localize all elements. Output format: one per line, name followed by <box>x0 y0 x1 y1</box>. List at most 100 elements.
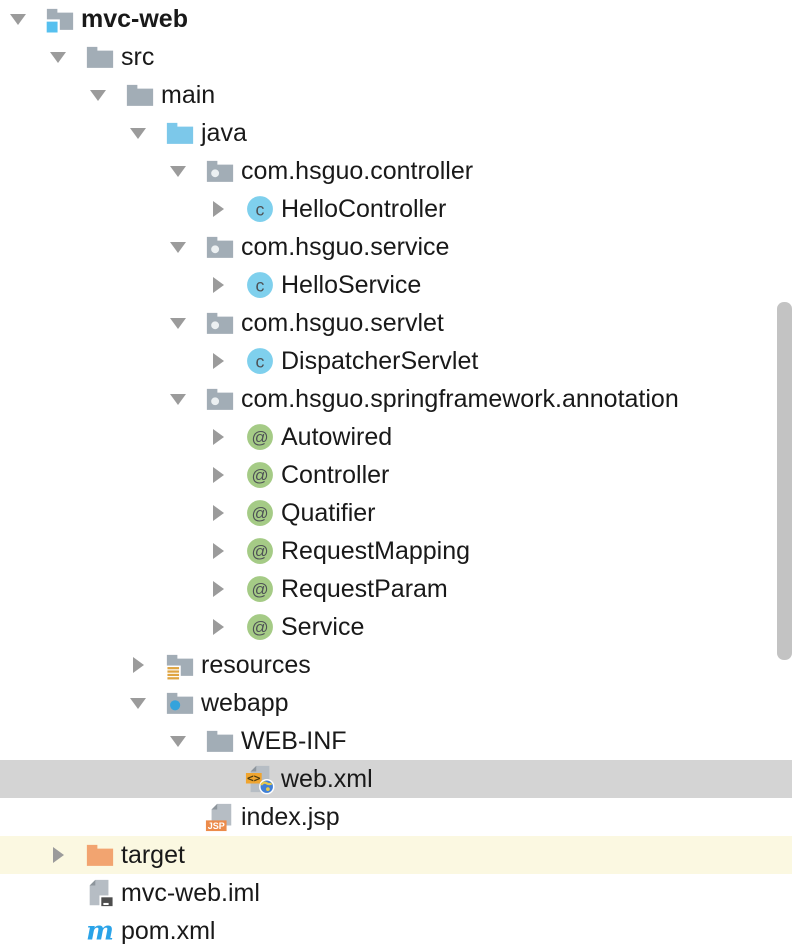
package-icon <box>205 384 235 414</box>
tree-row-requestparam[interactable]: @ RequestParam <box>0 570 792 608</box>
expand-toggle-icon[interactable] <box>210 532 226 570</box>
tree-row-web-inf[interactable]: WEB-INF <box>0 722 792 760</box>
folder-icon <box>205 726 235 756</box>
tree-row-webapp[interactable]: webapp <box>0 684 792 722</box>
tree-row-com-hsguo-springframework-annotation[interactable]: com.hsguo.springframework.annotation <box>0 380 792 418</box>
svg-text:JSP: JSP <box>208 821 225 831</box>
package-icon <box>205 156 235 186</box>
annotation-icon: @ <box>245 612 275 642</box>
tree-row-com-hsguo-servlet[interactable]: com.hsguo.servlet <box>0 304 792 342</box>
svg-text:@: @ <box>251 618 268 637</box>
tree-row-service[interactable]: @ Service <box>0 608 792 646</box>
tree-row-com-hsguo-service[interactable]: com.hsguo.service <box>0 228 792 266</box>
expand-toggle-icon[interactable] <box>50 38 66 76</box>
tree-item-label: Service <box>281 613 365 641</box>
svg-text:c: c <box>256 351 265 371</box>
expand-toggle-icon <box>170 798 186 836</box>
tree-item-label: mvc-web <box>81 5 188 33</box>
tree-row-pom-xml[interactable]: m pom.xml <box>0 912 792 950</box>
scrollbar-thumb[interactable] <box>777 302 792 660</box>
tree-row-java[interactable]: java <box>0 114 792 152</box>
tree-row-web-xml[interactable]: <> web.xml <box>0 760 792 798</box>
expand-toggle-icon[interactable] <box>210 570 226 608</box>
svg-text:@: @ <box>251 428 268 447</box>
annotation-icon: @ <box>245 574 275 604</box>
tree-item-label: java <box>201 119 247 147</box>
annotation-icon: @ <box>245 536 275 566</box>
tree-item-label: target <box>121 841 185 869</box>
expand-toggle-icon[interactable] <box>90 76 106 114</box>
tree-row-src[interactable]: src <box>0 38 792 76</box>
tree-row-dispatcherservlet[interactable]: c DispatcherServlet <box>0 342 792 380</box>
tree-item-label: com.hsguo.service <box>241 233 450 261</box>
tree-item-label: main <box>161 81 216 109</box>
project-folder-icon <box>44 4 75 35</box>
tree-item-label: web.xml <box>281 765 373 793</box>
svg-text:@: @ <box>251 466 268 485</box>
tree-row-quatifier[interactable]: @ Quatifier <box>0 494 792 532</box>
tree-item-label: index.jsp <box>241 803 340 831</box>
tree-row-resources[interactable]: resources <box>0 646 792 684</box>
expand-toggle-icon[interactable] <box>170 722 186 760</box>
tree-item-label: RequestMapping <box>281 537 471 565</box>
tree-item-label: DispatcherServlet <box>281 347 479 375</box>
tree-item-label: src <box>121 43 155 71</box>
tree-row-helloservice[interactable]: c HelloService <box>0 266 792 304</box>
tree-row-target[interactable]: target <box>0 836 792 874</box>
expand-toggle-icon[interactable] <box>210 494 226 532</box>
expand-toggle-icon[interactable] <box>210 456 226 494</box>
expand-toggle-icon[interactable] <box>130 684 146 722</box>
tree-item-label: HelloService <box>281 271 422 299</box>
expand-toggle-icon[interactable] <box>210 266 226 304</box>
expand-toggle-icon <box>50 874 66 912</box>
folder-icon <box>85 42 115 72</box>
tree-row-index-jsp[interactable]: JSP index.jsp <box>0 798 792 836</box>
tree-row-controller[interactable]: @ Controller <box>0 456 792 494</box>
jsp-file-icon: JSP <box>205 802 235 832</box>
source-folder-icon <box>165 118 195 148</box>
annotation-icon: @ <box>245 460 275 490</box>
svg-text:c: c <box>256 275 265 295</box>
resources-folder-icon <box>165 650 195 680</box>
tree-row-main[interactable]: main <box>0 76 792 114</box>
class-icon: c <box>245 346 275 376</box>
expand-toggle-icon[interactable] <box>130 646 146 684</box>
svg-text:@: @ <box>251 504 268 523</box>
tree-row-mvc-web[interactable]: mvc-web <box>0 0 792 38</box>
tree-item-label: mvc-web.iml <box>121 879 260 907</box>
tree-item-label: webapp <box>201 689 289 717</box>
class-icon: c <box>245 194 275 224</box>
expand-toggle-icon[interactable] <box>170 228 186 266</box>
package-icon <box>205 232 235 262</box>
tree-row-com-hsguo-controller[interactable]: com.hsguo.controller <box>0 152 792 190</box>
svg-text:@: @ <box>251 542 268 561</box>
expand-toggle-icon[interactable] <box>10 0 26 38</box>
expand-toggle-icon <box>210 760 226 798</box>
tree-item-label: com.hsguo.springframework.annotation <box>241 385 679 413</box>
folder-icon <box>125 80 155 110</box>
tree-item-label: Autowired <box>281 423 393 451</box>
svg-text:<>: <> <box>247 772 261 785</box>
tree-item-label: com.hsguo.controller <box>241 157 474 185</box>
tree-item-label: resources <box>201 651 311 679</box>
tree-row-hellocontroller[interactable]: c HelloController <box>0 190 792 228</box>
svg-text:m: m <box>86 916 114 947</box>
expand-toggle-icon[interactable] <box>210 608 226 646</box>
svg-text:c: c <box>256 199 265 219</box>
excluded-folder-icon <box>85 840 115 870</box>
tree-row-autowired[interactable]: @ Autowired <box>0 418 792 456</box>
expand-toggle-icon[interactable] <box>210 418 226 456</box>
tree-item-label: HelloController <box>281 195 447 223</box>
svg-text:@: @ <box>251 580 268 599</box>
tree-row-mvc-web-iml[interactable]: mvc-web.iml <box>0 874 792 912</box>
tree-row-requestmapping[interactable]: @ RequestMapping <box>0 532 792 570</box>
expand-toggle-icon[interactable] <box>170 152 186 190</box>
expand-toggle-icon[interactable] <box>170 304 186 342</box>
expand-toggle-icon[interactable] <box>210 342 226 380</box>
expand-toggle-icon[interactable] <box>130 114 146 152</box>
expand-toggle-icon[interactable] <box>210 190 226 228</box>
iml-file-icon <box>85 878 115 908</box>
expand-toggle-icon[interactable] <box>170 380 186 418</box>
expand-toggle-icon[interactable] <box>50 836 66 874</box>
